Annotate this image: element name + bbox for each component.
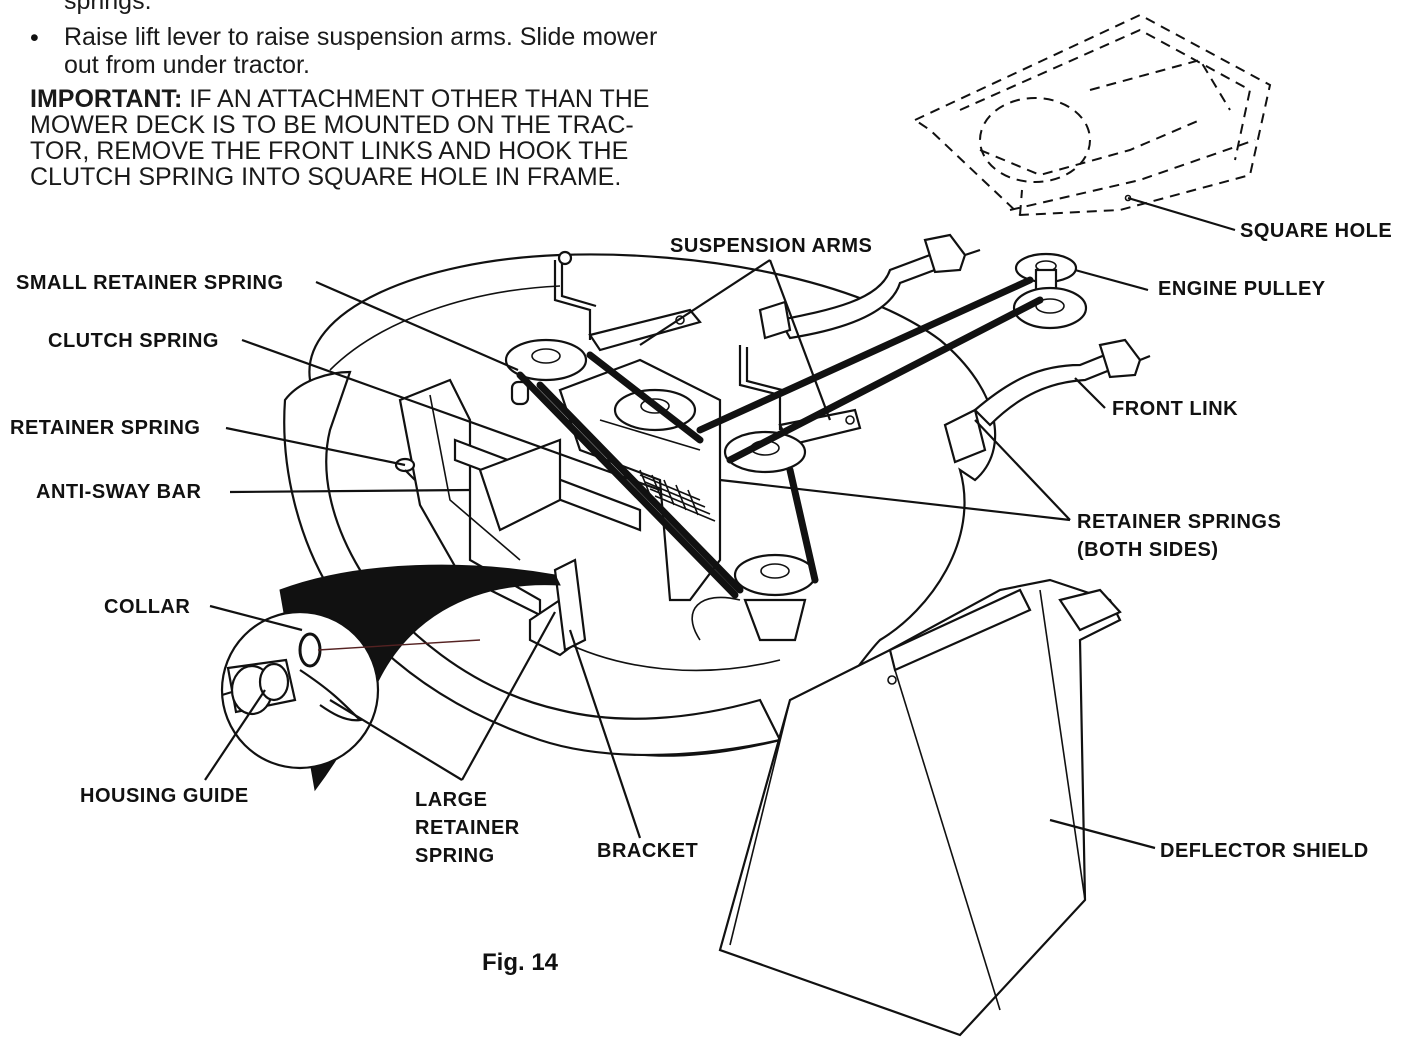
instruction-bullet-line-2: out from under tractor.: [64, 51, 310, 79]
leader-housing-guide: [204, 689, 266, 781]
label-front-link: FRONT LINK: [1112, 398, 1238, 420]
instruction-cut-line: springs.: [64, 0, 152, 15]
leader-front-link: [1074, 377, 1106, 409]
important-line-1: IMPORTANT: IF AN ATTACHMENT OTHER THAN T…: [30, 86, 649, 113]
deck-pulley-left: [504, 338, 588, 406]
important-line-2: MOWER DECK IS TO BE MOUNTED ON THE TRAC-: [30, 111, 634, 139]
leader-engine-pulley: [1074, 268, 1149, 292]
front-link-upper: [758, 233, 981, 340]
instruction-bullet-line-1: Raise lift lever to raise suspension arm…: [64, 23, 658, 51]
suspension-arm-left: [553, 250, 702, 352]
leader-deflector-shield: [1049, 818, 1156, 850]
label-large-retainer-line2: RETAINER: [415, 817, 520, 839]
label-square-hole: SQUARE HOLE: [1240, 220, 1392, 242]
leader-clutch-spring: [241, 338, 661, 492]
engine-pulley: [1012, 252, 1088, 330]
leader-retainer-spring: [225, 426, 406, 467]
label-retainer-spring: RETAINER SPRING: [10, 417, 200, 439]
label-suspension-arms: SUSPENSION ARMS: [670, 235, 872, 257]
front-link-lower: [943, 338, 1151, 464]
leader-suspension-arms-a: [639, 259, 771, 346]
label-engine-pulley: ENGINE PULLEY: [1158, 278, 1326, 300]
figure-caption: Fig. 14: [482, 949, 559, 976]
leader-small-retainer-spring: [315, 280, 519, 372]
label-bracket: BRACKET: [597, 840, 698, 862]
label-clutch-spring: CLUTCH SPRING: [48, 330, 219, 352]
leader-anti-sway-bar: [229, 488, 471, 494]
label-housing-guide: HOUSING GUIDE: [80, 785, 249, 807]
label-retainer-springs-line2: (BOTH SIDES): [1077, 539, 1219, 561]
important-line-3: TOR, REMOVE THE FRONT LINKS AND HOOK THE: [30, 137, 629, 165]
leader-collar: [209, 604, 303, 632]
important-line-4: CLUTCH SPRING INTO SQUARE HOLE IN FRAME.: [30, 163, 622, 191]
leader-large-retainer-a: [329, 699, 463, 781]
label-small-retainer-spring: SMALL RETAINER SPRING: [16, 272, 284, 294]
label-anti-sway-bar: ANTI-SWAY BAR: [36, 481, 201, 503]
label-large-retainer-line3: SPRING: [415, 845, 495, 867]
label-retainer-springs-line1: RETAINER SPRINGS: [1077, 511, 1281, 533]
leader-square-hole: [1127, 196, 1236, 232]
important-label: IMPORTANT:: [30, 85, 183, 113]
tractor-frame-dashed: [912, 13, 1272, 217]
leader-retainer-springs-b: [974, 419, 1071, 521]
deflector-shield-part: [718, 578, 1122, 1037]
leader-bracket: [568, 629, 642, 839]
leader-lines: [204, 196, 1236, 850]
label-collar: COLLAR: [104, 596, 190, 618]
leader-suspension-arms-b: [768, 259, 832, 421]
clutch-spring: [639, 469, 716, 522]
important-line-1-rest: IF AN ATTACHMENT OTHER THAN THE: [182, 85, 650, 113]
drive-belts: [516, 276, 1044, 599]
leader-retainer-springs-a: [719, 478, 1071, 522]
detail-magnifier: [220, 564, 561, 792]
deck-pulley-front: [733, 553, 817, 642]
bracket-part: [528, 558, 587, 657]
label-large-retainer-line1: LARGE: [415, 789, 488, 811]
bullet-symbol: •: [30, 24, 39, 52]
label-deflector-shield: DEFLECTOR SHIELD: [1160, 840, 1369, 862]
leader-large-retainer-b: [461, 611, 556, 781]
